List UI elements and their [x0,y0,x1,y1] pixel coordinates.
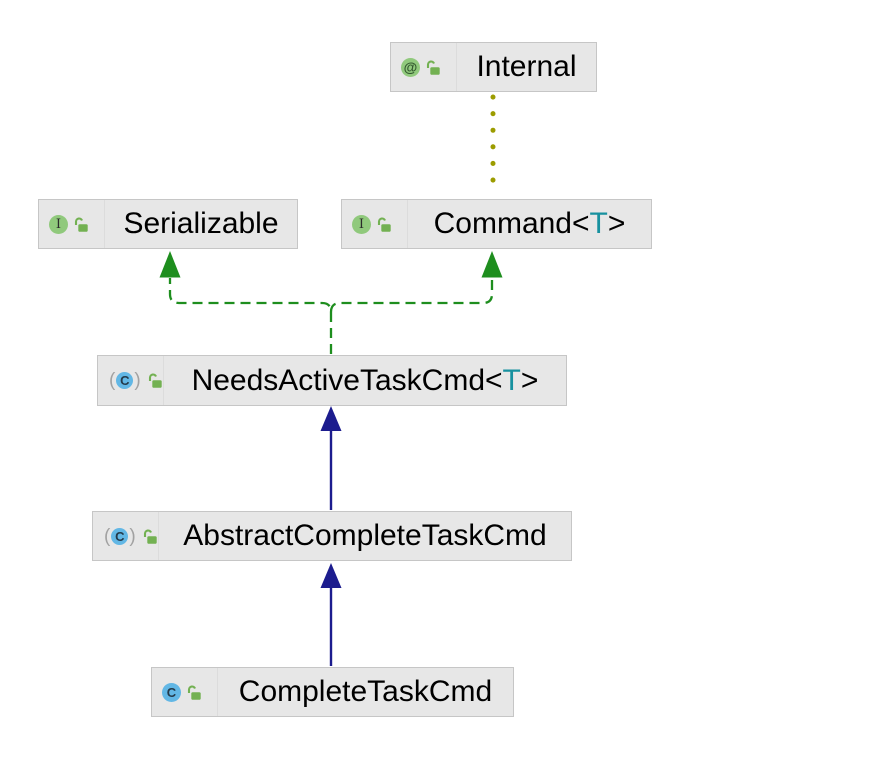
class-icon-glyph: C [166,684,177,700]
class-icon: C [162,682,181,702]
interface-icon: I [49,214,68,234]
generic-close-bracket: > [607,207,626,240]
generic-type-param: T [589,207,608,240]
node-name: NeedsActiveTaskCmd<T> [164,363,566,397]
annotation-icon-glyph: @ [403,59,418,75]
class-name-text: AbstractCompleteTaskCmd [183,519,547,552]
interface-node-command[interactable]: I Command<T> [341,199,652,249]
unlocked-icon [74,216,88,232]
class-name-text: CompleteTaskCmd [238,675,493,708]
generic-close-bracket: > [520,363,539,397]
node-name: CompleteTaskCmd [218,677,513,707]
abstract-class-node-needs-active-task-cmd[interactable]: ( C ) NeedsActiveTaskCmd<T> [97,355,567,406]
abstract-paren-close: ) [129,525,136,547]
abstract-paren-close: ) [134,370,141,391]
class-icon-glyph: C [120,373,130,388]
generic-type-param: T [502,363,521,397]
interface-name-text: Serializable [123,207,279,240]
arrowhead-extends-abstract [320,563,342,588]
edge-implements-to-command [329,278,494,313]
abstract-class-icon: ( C ) [108,371,142,390]
abstract-class-node-abstract-complete-task-cmd[interactable]: ( C ) AbstractCompleteTaskCmd [92,511,572,561]
arrowhead-implements-command [481,251,503,278]
node-name: Command<T> [408,209,651,239]
interface-icon: I [352,214,371,234]
node-icon-area: @ [391,43,457,91]
abstract-class-icon: ( C ) [103,527,137,546]
node-name: AbstractCompleteTaskCmd [159,521,571,551]
interface-icon-glyph: I [55,216,62,232]
node-icon-area: I [342,200,408,248]
class-icon: C [116,372,134,389]
node-icon-area: I [39,200,105,248]
class-icon-glyph: C [115,528,125,544]
annotation-icon: @ [401,57,420,77]
arrowhead-implements-serializable [159,251,181,278]
unlocked-icon [143,528,157,544]
edge-implements-to-serializable [168,278,333,354]
unlocked-icon [426,59,440,75]
interface-icon-glyph: I [358,216,365,232]
generic-open-bracket: < [485,363,503,397]
abstract-paren-open: ( [109,370,116,391]
class-icon: C [111,527,129,545]
abstract-paren-open: ( [104,525,111,547]
unlocked-icon [377,216,391,232]
node-icon-area: C [152,668,218,716]
class-node-complete-task-cmd[interactable]: C CompleteTaskCmd [151,667,514,717]
interface-node-serializable[interactable]: I Serializable [38,199,298,249]
unlocked-icon [148,373,162,388]
class-name-text: NeedsActiveTaskCmd [191,363,486,397]
node-name: Serializable [105,209,297,239]
arrowhead-extends-needs [320,406,342,431]
node-name: Internal [457,52,596,82]
node-icon-area: ( C ) [93,512,159,560]
interface-name-text: Command [433,207,572,240]
annotation-name-text: Internal [476,50,577,83]
node-icon-area: ( C ) [98,356,164,405]
generic-open-bracket: < [572,207,590,240]
annotation-node-internal[interactable]: @ Internal [390,42,597,92]
unlocked-icon [187,684,201,700]
